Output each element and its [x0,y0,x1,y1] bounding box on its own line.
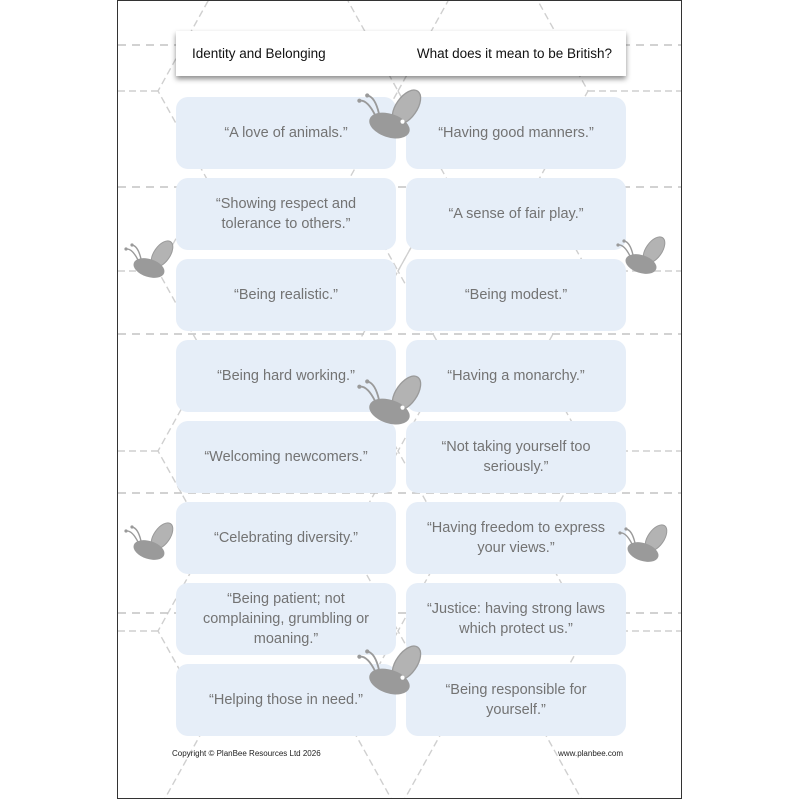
statement-card: “Justice: having strong laws which prote… [406,583,626,655]
statement-cards: “A love of animals.” “Having good manner… [176,97,626,736]
statement-card: “Being modest.” [406,259,626,331]
statement-card: “Having a monarchy.” [406,340,626,412]
topic-title: Identity and Belonging [192,46,326,61]
statement-card: “Helping those in need.” [176,664,396,736]
bee-icon [616,236,666,274]
statement-card: “Showing respect and tolerance to others… [176,178,396,250]
worksheet-page: Identity and Belonging What does it mean… [117,0,682,799]
bee-icon [618,524,668,562]
statement-card: “Being realistic.” [176,259,396,331]
statement-card: “Not taking yourself too seriously.” [406,421,626,493]
bee-icon [124,522,174,560]
bee-icon [357,375,422,425]
bee-icon [357,645,422,695]
website-link[interactable]: www.planbee.com [558,749,623,758]
statement-card: “Being responsible for yourself.” [406,664,626,736]
bee-icon [124,240,174,278]
worksheet-header: Identity and Belonging What does it mean… [176,31,626,76]
statement-card: “A sense of fair play.” [406,178,626,250]
statement-card: “Having good manners.” [406,97,626,169]
question-title: What does it mean to be British? [416,46,612,61]
statement-card: “Having freedom to express your views.” [406,502,626,574]
copyright-text: Copyright © PlanBee Resources Ltd 2026 [172,749,321,758]
statement-card: “Being patient; not complaining, grumbli… [176,583,396,655]
bee-icon [357,89,422,139]
statement-card: “Being hard working.” [176,340,396,412]
statement-card: “Celebrating diversity.” [176,502,396,574]
statement-card: “A love of animals.” [176,97,396,169]
statement-card: “Welcoming newcomers.” [176,421,396,493]
